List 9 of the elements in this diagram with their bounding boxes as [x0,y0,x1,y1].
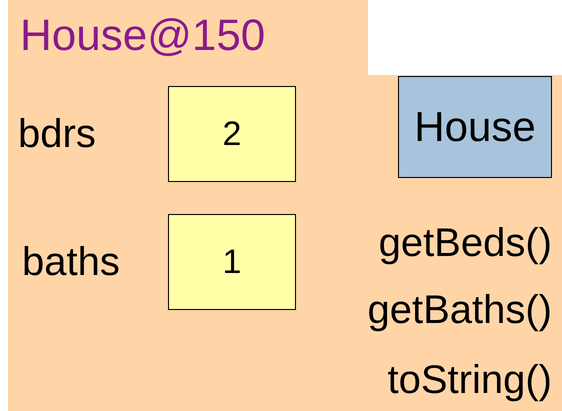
method-name: getBaths() [367,290,552,330]
method-name: getBeds() [378,223,552,263]
object-name: House@150 [20,14,266,58]
field-value: 1 [222,245,242,279]
field-value: 2 [222,117,242,151]
field-name: bdrs [18,114,96,154]
class-name: House [414,106,536,148]
method-name: toString() [388,360,552,400]
field-name: baths [22,242,120,282]
